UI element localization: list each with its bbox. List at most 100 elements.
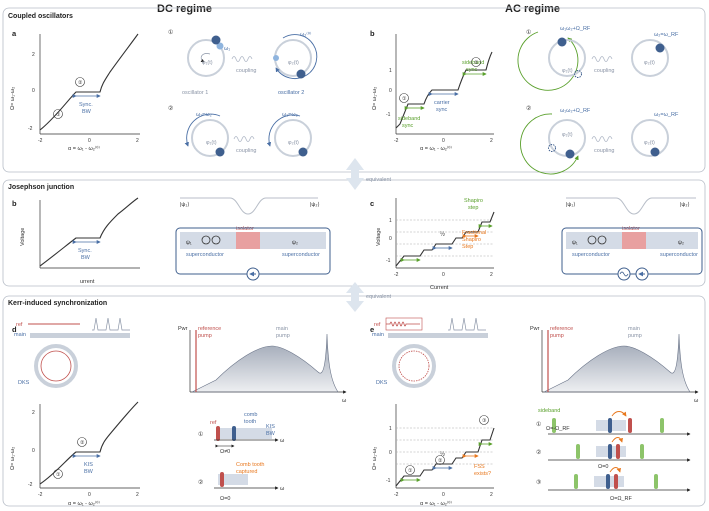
ac-coupling-2: coupling xyxy=(594,148,615,154)
svg-text:-2: -2 xyxy=(38,492,43,498)
jj-diagram-dc: |ψ₁⟩ |ψ₂⟩ isolator ψ₁ ψ₂ superconductor … xyxy=(175,197,331,281)
ref-label-d1: ref xyxy=(210,420,217,426)
tick-b-y-0: 0 xyxy=(389,88,392,94)
superconductor-ac-1: superconductor xyxy=(572,252,610,258)
tick-c-y-1: 1 xyxy=(389,218,392,224)
omega-rf-pos: Ω=Ω_RF xyxy=(610,496,632,502)
svg-text:0: 0 xyxy=(88,492,91,498)
kerr-title: Kerr-induced synchronization xyxy=(8,300,107,307)
superconductor-dc-1: superconductor xyxy=(186,252,224,258)
ac-omega-mix-2: ω₁ω₂+Ω_RF xyxy=(560,108,591,114)
ac-phi2-1: φ₂(t) xyxy=(644,60,655,66)
svg-text:②: ② xyxy=(438,458,443,464)
spectrum-e: Pwr ω reference pump main pump xyxy=(530,326,699,404)
half-label-c: ½ xyxy=(440,231,445,238)
svg-text:0: 0 xyxy=(389,450,392,456)
tick-b-x-0: 0 xyxy=(442,138,445,144)
ref-label-e: ref xyxy=(374,322,381,328)
svg-text:tooth: tooth xyxy=(244,419,256,425)
psi1-dc: |ψ₁⟩ xyxy=(180,201,189,208)
coupling-label-2: coupling xyxy=(236,148,257,154)
svg-text:②: ② xyxy=(536,449,541,456)
tick-y-2: 2 xyxy=(32,52,35,58)
fss-label: FSS xyxy=(474,464,485,470)
dc-regime-header: DC regime xyxy=(157,3,212,15)
psi1-ac: |ψ₁⟩ xyxy=(566,201,575,208)
axis-ylabel-b: Ω= ω₁-ω₂ xyxy=(372,87,378,110)
sync-bw-label: Sync. xyxy=(79,102,93,108)
tick-y-0: 0 xyxy=(32,88,35,94)
svg-text:sync: sync xyxy=(402,123,414,129)
tick-c-x-0: 0 xyxy=(442,272,445,278)
svg-text:ω: ω xyxy=(280,486,285,492)
svg-text:①: ① xyxy=(198,431,203,438)
psi2-box-ac: ψ₂ xyxy=(678,240,684,246)
comb-diagram-e3: ③ Ω=Ω_RF xyxy=(536,467,691,502)
svg-text:BW: BW xyxy=(266,431,276,437)
axis-xlabel-b: α = ω₁ - ω₂⁽⁰⁾ xyxy=(420,145,452,152)
omega1-label: ω₁ xyxy=(224,46,230,52)
dks-label-d: DKS xyxy=(18,380,30,386)
svg-text:equivalent: equivalent xyxy=(366,294,392,300)
main-label-e: main xyxy=(372,332,384,338)
isolator-ac: isolator xyxy=(622,226,640,232)
svg-text:sync: sync xyxy=(436,107,448,113)
ac-phi1-1: φ₁(t) xyxy=(562,68,573,74)
panel-e-label: e xyxy=(370,325,374,334)
plot-d: Ω= ω₁-ω₂ α = ω₁ - ω₂⁽⁰⁾ -2 0 2 2 0 -2 KI… xyxy=(10,401,140,507)
num-2-osc: ② xyxy=(168,105,173,112)
phi1-label-a: φ₁(t) xyxy=(202,60,213,66)
svg-text:③: ③ xyxy=(482,418,487,424)
superconductor-ac-2: superconductor xyxy=(660,252,698,258)
panel-b-jj-label: b xyxy=(12,199,17,208)
ac-num-2: ② xyxy=(526,105,531,112)
ac-regime-header: AC regime xyxy=(505,3,560,15)
tick-c-y-0: 0 xyxy=(389,236,392,242)
svg-text:-1: -1 xyxy=(386,478,391,484)
svg-text:captured: captured xyxy=(236,469,257,475)
svg-text:-2: -2 xyxy=(394,492,399,498)
tick-x-neg2: -2 xyxy=(38,138,43,144)
plot-c: Voltage Current -2 0 2 1 0 -1 ½ Shapiro … xyxy=(376,198,495,291)
axis-xlabel-a: α = ω₁ - ω₂⁽⁰⁾ xyxy=(68,145,100,152)
plot-b-ac: Ω= ω₁-ω₂ α = ω₁ - ω₂⁽⁰⁾ -2 0 2 1 0 -1 ca… xyxy=(372,34,494,152)
phi1-label-a2: φ₁(t) xyxy=(206,140,217,146)
ac-omega-rf-1: ω₂=ω_RF xyxy=(654,32,679,38)
omega2-0-label: ω₂⁽⁰⁾ xyxy=(300,31,312,38)
current-label: Current xyxy=(430,285,449,291)
omega-0-e: Ω=0 xyxy=(598,464,608,470)
axis-ylabel-a: Ω= ω₁-ω₂ xyxy=(10,87,16,110)
kis-bw-small: KIS xyxy=(266,424,275,430)
svg-text:BW: BW xyxy=(84,469,94,475)
phi2-label-a: φ₂(t) xyxy=(288,60,299,66)
ref-pump-label: reference xyxy=(198,326,221,332)
main-label-d: main xyxy=(14,332,26,338)
svg-text:ω: ω xyxy=(694,398,699,404)
spectrum-d: Pwr ω reference pump main pump xyxy=(178,326,347,404)
equivalent-arrow-1: equivalent xyxy=(346,158,392,190)
main-pump-label: main xyxy=(276,326,288,332)
num-1-osc: ① xyxy=(168,29,173,36)
ac-coupling-1: coupling xyxy=(594,68,615,74)
svg-text:main: main xyxy=(628,326,640,332)
psi2-ac: |ψ₂⟩ xyxy=(680,201,690,208)
omega-eq-label-2: ω₁=ω₂ xyxy=(282,112,298,118)
ac-omega-mix-1: ω₁ω₂+Ω_RF xyxy=(560,26,591,32)
dks-d: ref main DKS xyxy=(14,317,130,388)
svg-text:BW: BW xyxy=(81,255,91,261)
comb-diagram-e2: ② Ω=0 xyxy=(536,437,691,470)
ref-label-d: ref xyxy=(16,322,23,328)
tick-b-x-neg2: -2 xyxy=(394,138,399,144)
tick-c-y-neg1: -1 xyxy=(386,258,391,264)
tick-y-neg2: -2 xyxy=(28,126,33,132)
urrent-label: urrent xyxy=(80,279,95,285)
captured-label: Comb tooth xyxy=(236,462,264,468)
marker-2-b: ② xyxy=(474,60,479,66)
panel-b-ac-label: b xyxy=(370,29,375,38)
marker-1-b: ① xyxy=(402,96,407,102)
psi1-box-dc: ψ₁ xyxy=(186,240,192,246)
axis-ylabel-d: Ω= ω₁-ω₂ xyxy=(10,447,16,470)
ac-phi1-2: φ₁(t) xyxy=(562,132,573,138)
ac-num-1: ① xyxy=(526,29,531,36)
isolator-dc: isolator xyxy=(236,226,254,232)
